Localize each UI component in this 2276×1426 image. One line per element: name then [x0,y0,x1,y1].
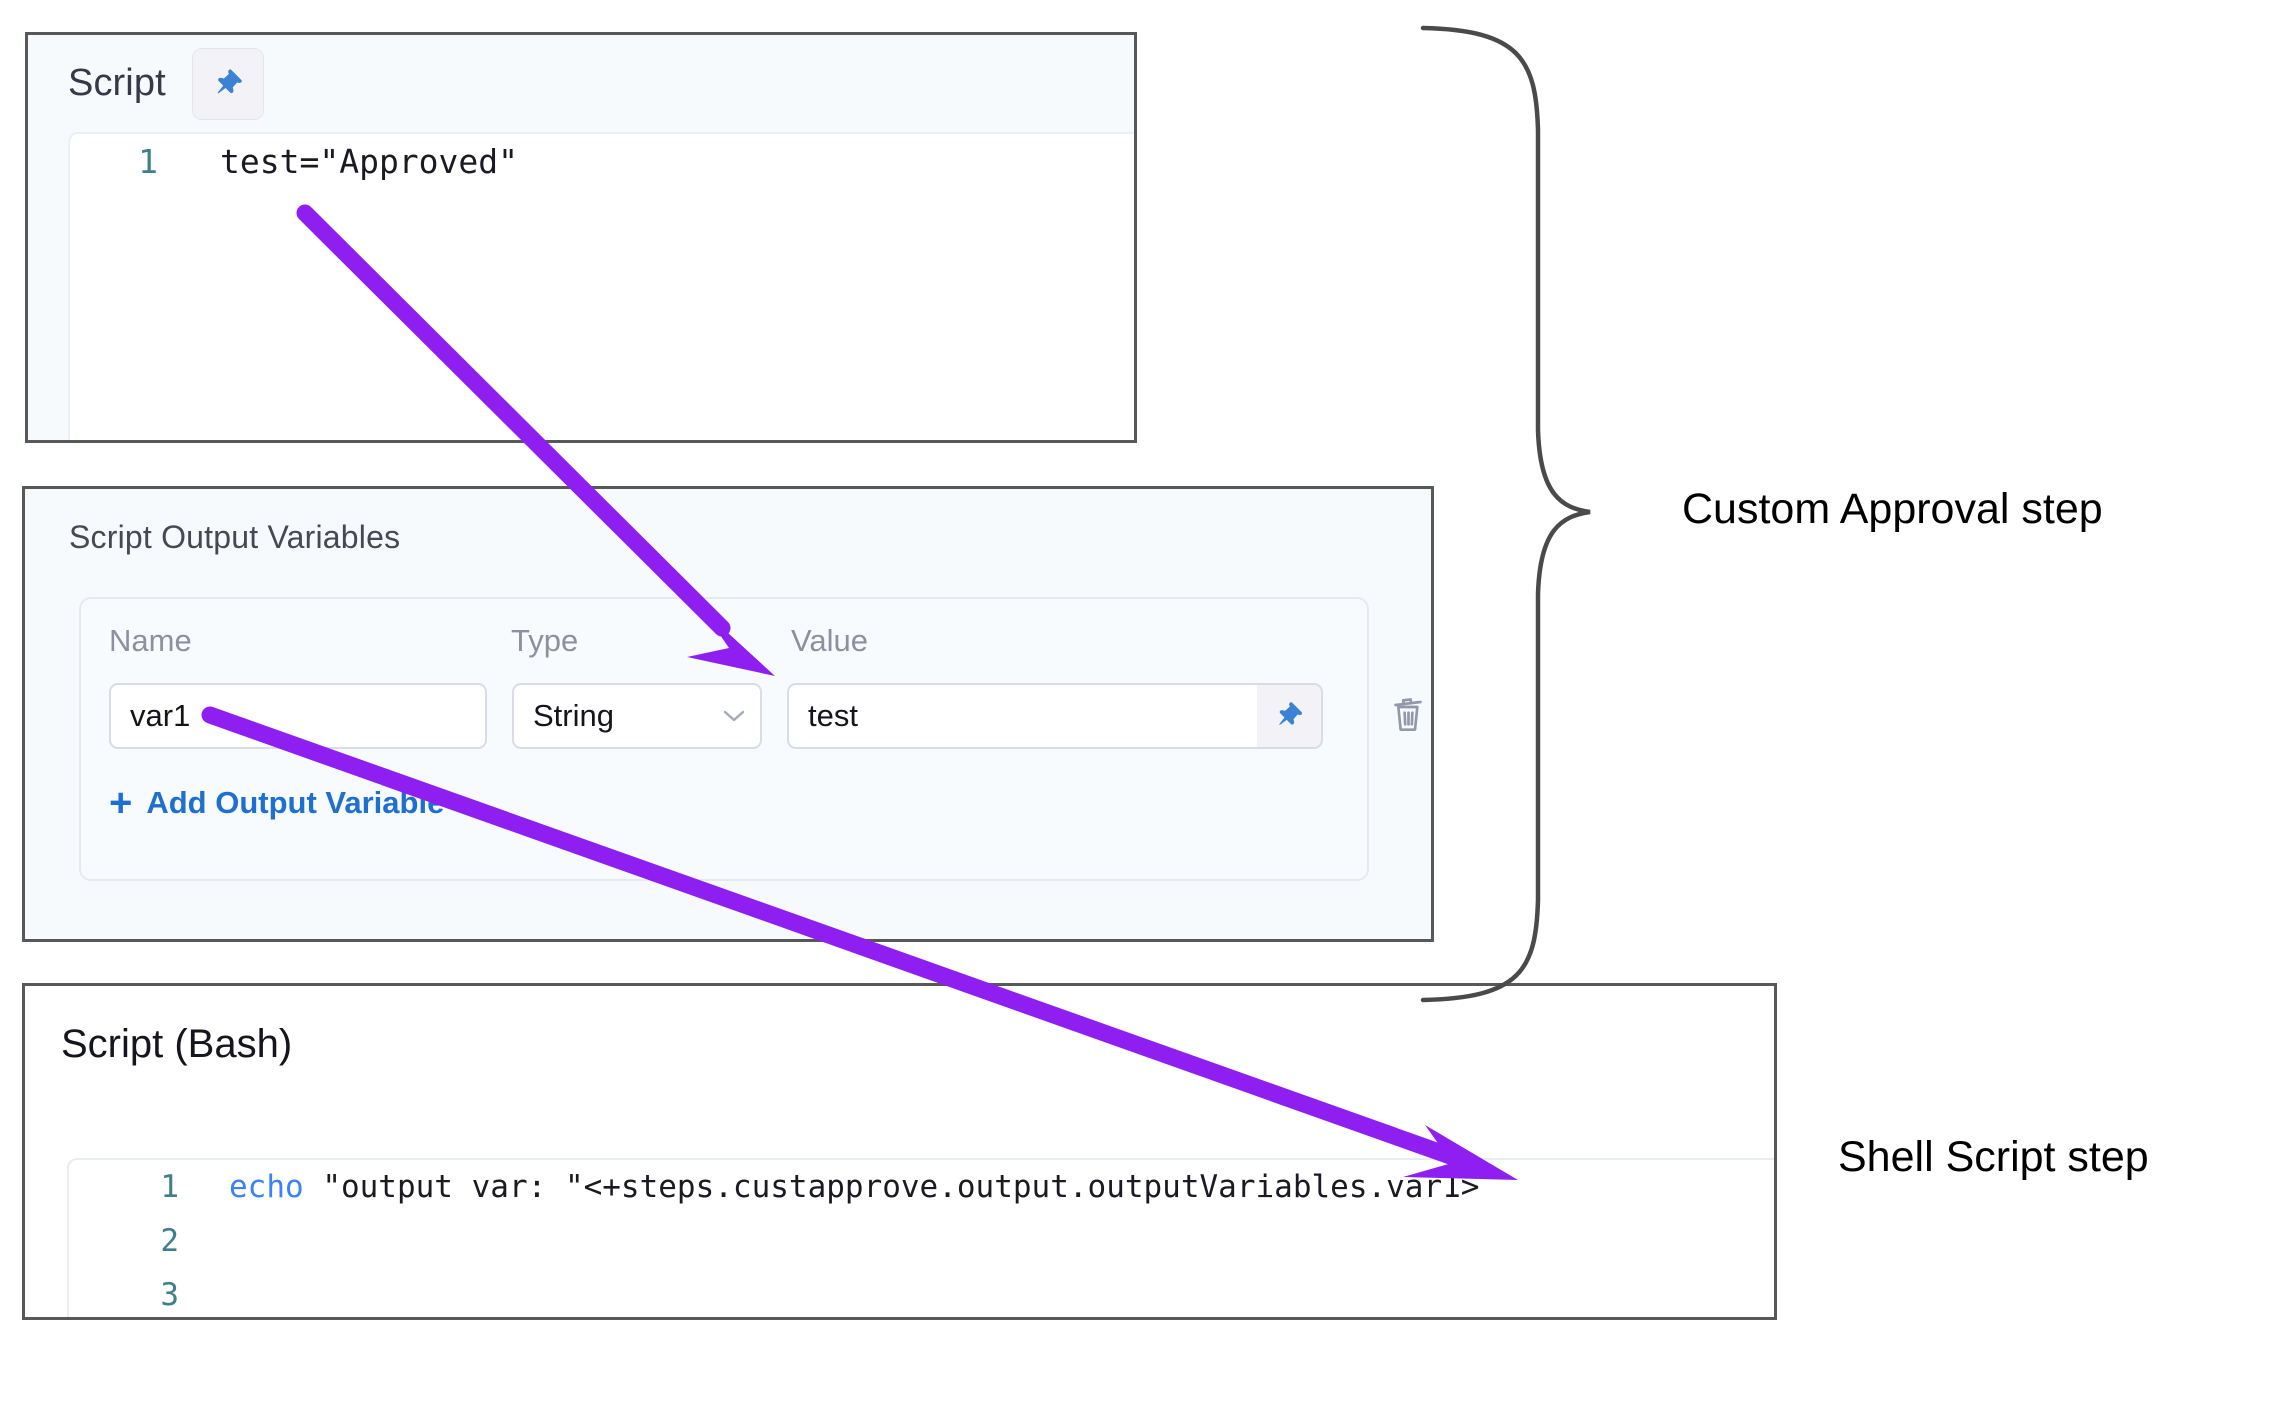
line-number: 2 [160,1223,179,1259]
add-output-variable-label: Add Output Variable [146,785,445,820]
column-header-value: Value [791,623,868,658]
code-line: 3 [69,1268,1774,1317]
line-text: test="Approved" [220,142,519,181]
code-keyword: echo [229,1169,304,1205]
annotation-custom-approval-step: Custom Approval step [1682,485,2103,533]
chevron-down-icon [722,709,746,723]
code-line: 1 echo "output var: "<+steps.custapprove… [69,1160,1774,1214]
plus-icon: + [109,781,133,825]
variable-type-select[interactable]: String [512,683,762,749]
output-variables-card: Name Type Value var1 String test [79,597,1422,881]
line-number: 1 [138,142,158,181]
annotation-shell-script-step: Shell Script step [1838,1133,2149,1181]
variable-value-input[interactable]: test [787,683,1257,749]
script-panel: Script 1 test="Approved" [25,32,1137,443]
trash-icon[interactable] [1377,683,1439,749]
curly-brace [1420,25,1591,1003]
code-line: 1 test="Approved" [70,134,1134,190]
code-line: 2 [69,1214,1774,1268]
column-headers: Name Type Value [109,623,1349,667]
script-panel-header: Script [28,35,1134,132]
script-output-variables-panel: Script Output Variables Name Type Value … [22,486,1434,942]
pin-icon[interactable] [1257,683,1323,749]
pin-icon[interactable] [191,47,264,120]
line-text: "output var: "<+steps.custapprove.output… [303,1169,1480,1205]
line-number: 1 [160,1169,179,1205]
column-header-name: Name [109,623,192,658]
line-number: 3 [160,1277,179,1313]
bash-code-editor[interactable]: 1 echo "output var: "<+steps.custapprove… [67,1158,1774,1317]
bash-script-panel: Script (Bash) 1 echo "output var: "<+ste… [22,983,1777,1320]
variable-name-input[interactable]: var1 [109,683,487,749]
bash-panel-title: Script (Bash) [61,1022,293,1066]
add-output-variable-button[interactable]: + Add Output Variable [109,781,445,825]
variable-type-value: String [533,698,614,733]
output-variables-title: Script Output Variables [69,519,401,555]
column-header-type: Type [511,623,579,658]
script-code-editor[interactable]: 1 test="Approved" [68,132,1134,440]
script-panel-title: Script [68,62,166,104]
table-row: var1 String test [109,683,1422,749]
